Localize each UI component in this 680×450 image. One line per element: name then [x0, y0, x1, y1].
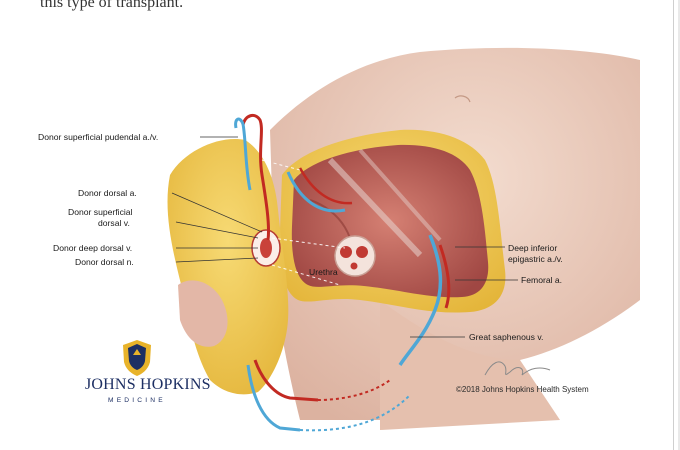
label-superficial-dorsal-2: dorsal v. — [98, 218, 130, 228]
label-deep-dorsal: Donor deep dorsal v. — [53, 243, 132, 253]
urethra-crosssection — [334, 235, 376, 277]
label-urethra: Urethra — [309, 267, 338, 277]
label-superficial-dorsal-1: Donor superficial — [68, 207, 133, 217]
vein-vessel — [234, 117, 252, 191]
label-deep-inferior-2: epigastric a./v. — [508, 254, 563, 264]
label-superficial-pudendal: Donor superficial pudendal a./v. — [38, 132, 158, 142]
page-border — [673, 0, 674, 450]
copyright-text: ©2018 Johns Hopkins Health System — [456, 385, 589, 394]
artist-signature — [484, 361, 551, 376]
logo-name: JOHNS HOPKINS — [85, 376, 211, 393]
label-deep-inferior-1: Deep inferior — [508, 243, 557, 253]
navel — [454, 95, 471, 103]
label-femoral: Femoral a. — [521, 275, 562, 285]
label-dorsal-a: Donor dorsal a. — [78, 188, 137, 198]
scrollbar-track[interactable] — [678, 0, 680, 450]
label-dorsal-n: Donor dorsal n. — [75, 257, 134, 267]
logo-subtitle: MEDICINE — [108, 397, 166, 404]
label-great-saphenous: Great saphenous v. — [469, 332, 543, 342]
artery-vessel — [241, 113, 271, 241]
document-text-line: this type of transplant. — [40, 0, 184, 11]
donor-graft-fat — [167, 139, 289, 395]
donor-graft-skin — [178, 280, 228, 347]
johns-hopkins-shield-icon — [123, 340, 151, 376]
